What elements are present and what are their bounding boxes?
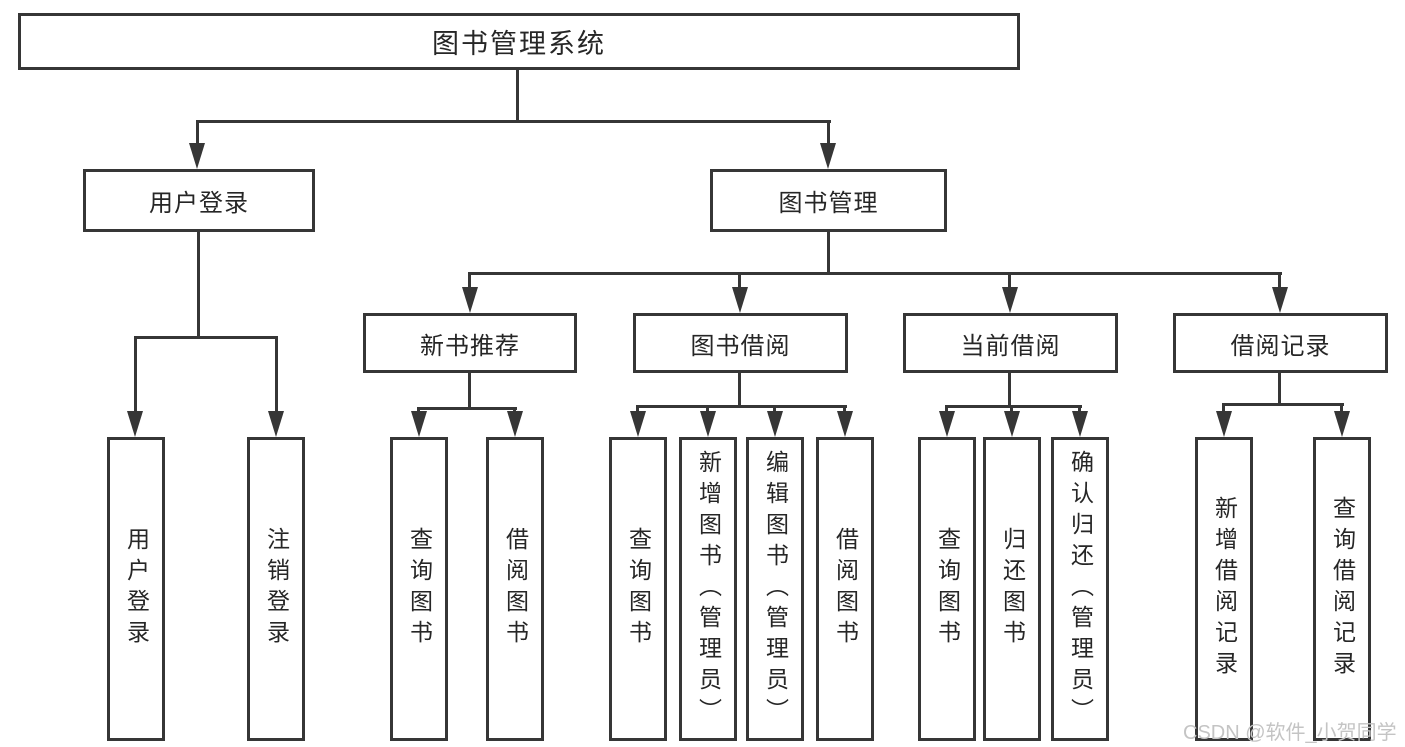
leaf-logout: 注销登录 bbox=[247, 437, 305, 741]
leaf-records-query-record-label: 查询借阅记录 bbox=[1329, 496, 1356, 682]
node-root-label: 图书管理系统 bbox=[432, 29, 606, 59]
node-book-borrow: 图书借阅 bbox=[633, 313, 848, 373]
node-borrow-records-label: 借阅记录 bbox=[1230, 332, 1331, 360]
leaf-newbook-query-books-label: 查询图书 bbox=[406, 527, 433, 651]
connector-root-drop-right bbox=[827, 120, 830, 146]
node-new-book-recommend-label: 新书推荐 bbox=[420, 332, 520, 360]
arrow-down-icon bbox=[767, 411, 783, 437]
connector-root-drop-left bbox=[196, 120, 199, 146]
connector-newbook-bus bbox=[417, 407, 517, 410]
connector-bookmgmt-drop bbox=[1278, 272, 1281, 290]
node-book-management: 图书管理 bbox=[710, 169, 947, 232]
leaf-logout-label: 注销登录 bbox=[263, 527, 290, 651]
arrow-down-icon bbox=[268, 411, 284, 437]
connector-borrow-bus bbox=[636, 405, 847, 408]
connector-bookmgmt-stem bbox=[827, 232, 830, 274]
leaf-user-login: 用户登录 bbox=[107, 437, 165, 741]
node-book-borrow-label: 图书借阅 bbox=[690, 332, 791, 360]
node-borrow-records: 借阅记录 bbox=[1173, 313, 1388, 373]
leaf-current-confirm-return-admin-label: 确认归还（管理员） bbox=[1067, 449, 1094, 729]
node-new-book-recommend: 新书推荐 bbox=[363, 313, 577, 373]
connector-userlogin-drop-left bbox=[134, 336, 137, 412]
connector-borrow-drop bbox=[843, 405, 846, 413]
connector-current-stem bbox=[1008, 373, 1011, 408]
node-user-login-label: 用户登录 bbox=[149, 190, 249, 217]
arrow-down-icon bbox=[1004, 411, 1020, 437]
connector-borrow-stem bbox=[738, 373, 741, 408]
connector-userlogin-bus bbox=[134, 336, 278, 339]
connector-root-stem bbox=[516, 70, 519, 122]
leaf-borrow-query-books: 查询图书 bbox=[609, 437, 667, 741]
connector-newbook-stem bbox=[468, 373, 471, 409]
arrow-down-icon bbox=[127, 411, 143, 437]
leaf-current-return-books-label: 归还图书 bbox=[999, 527, 1026, 651]
arrow-down-icon bbox=[630, 411, 646, 437]
arrow-down-icon bbox=[700, 411, 716, 437]
arrow-down-icon bbox=[462, 287, 478, 313]
leaf-borrow-add-books-admin: 新增图书（管理员） bbox=[679, 437, 737, 741]
node-user-login: 用户登录 bbox=[83, 169, 315, 232]
connector-records-bus bbox=[1222, 403, 1344, 406]
arrow-down-icon bbox=[1272, 287, 1288, 313]
connector-newbook-drop bbox=[417, 407, 420, 413]
leaf-records-add-record-label: 新增借阅记录 bbox=[1211, 496, 1238, 682]
leaf-current-query-books-label: 查询图书 bbox=[934, 527, 961, 651]
connector-borrow-drop bbox=[636, 405, 639, 413]
leaf-newbook-borrow-books-label: 借阅图书 bbox=[502, 527, 529, 651]
connector-root-bus bbox=[196, 120, 831, 123]
arrow-down-icon bbox=[1216, 411, 1232, 437]
arrow-down-icon bbox=[1334, 411, 1350, 437]
leaf-borrow-borrow-books-label: 借阅图书 bbox=[832, 527, 859, 651]
arrow-down-icon bbox=[1002, 287, 1018, 313]
leaf-newbook-query-books: 查询图书 bbox=[390, 437, 448, 741]
connector-records-drop bbox=[1222, 403, 1225, 413]
node-current-borrow: 当前借阅 bbox=[903, 313, 1118, 373]
arrow-down-icon bbox=[189, 143, 205, 169]
connector-bookmgmt-bus bbox=[468, 272, 1282, 275]
leaf-borrow-edit-books-admin-label: 编辑图书（管理员） bbox=[762, 449, 789, 729]
connector-newbook-drop bbox=[513, 407, 516, 413]
arrow-down-icon bbox=[507, 411, 523, 437]
connector-bookmgmt-drop bbox=[468, 272, 471, 290]
leaf-records-query-record: 查询借阅记录 bbox=[1313, 437, 1371, 741]
connector-records-stem bbox=[1278, 373, 1281, 406]
leaf-records-add-record: 新增借阅记录 bbox=[1195, 437, 1253, 741]
arrow-down-icon bbox=[837, 411, 853, 437]
node-book-management-label: 图书管理 bbox=[778, 190, 879, 217]
connector-current-drop bbox=[1010, 405, 1013, 413]
leaf-current-return-books: 归还图书 bbox=[983, 437, 1041, 741]
node-current-borrow-label: 当前借阅 bbox=[960, 332, 1061, 360]
watermark: CSDN @软件_小贺同学 bbox=[1183, 722, 1397, 744]
leaf-borrow-borrow-books: 借阅图书 bbox=[816, 437, 874, 741]
connector-borrow-drop bbox=[773, 405, 776, 413]
connector-bookmgmt-drop bbox=[738, 272, 741, 290]
leaf-borrow-edit-books-admin: 编辑图书（管理员） bbox=[746, 437, 804, 741]
connector-current-drop bbox=[945, 405, 948, 413]
arrow-down-icon bbox=[732, 287, 748, 313]
node-root: 图书管理系统 bbox=[18, 13, 1020, 70]
connector-userlogin-drop-right bbox=[275, 336, 278, 412]
leaf-borrow-query-books-label: 查询图书 bbox=[625, 527, 652, 651]
connector-userlogin-stem bbox=[197, 232, 200, 338]
leaf-borrow-add-books-admin-label: 新增图书（管理员） bbox=[695, 449, 722, 729]
connector-bookmgmt-drop bbox=[1008, 272, 1011, 290]
connector-borrow-drop bbox=[706, 405, 709, 413]
arrow-down-icon bbox=[411, 411, 427, 437]
connector-records-drop bbox=[1340, 403, 1343, 413]
arrow-down-icon bbox=[820, 143, 836, 169]
leaf-current-confirm-return-admin: 确认归还（管理员） bbox=[1051, 437, 1109, 741]
leaf-newbook-borrow-books: 借阅图书 bbox=[486, 437, 544, 741]
leaf-user-login-label: 用户登录 bbox=[123, 527, 150, 651]
connector-current-bus bbox=[945, 405, 1082, 408]
leaf-current-query-books: 查询图书 bbox=[918, 437, 976, 741]
arrow-down-icon bbox=[1072, 411, 1088, 437]
connector-current-drop bbox=[1078, 405, 1081, 413]
arrow-down-icon bbox=[939, 411, 955, 437]
